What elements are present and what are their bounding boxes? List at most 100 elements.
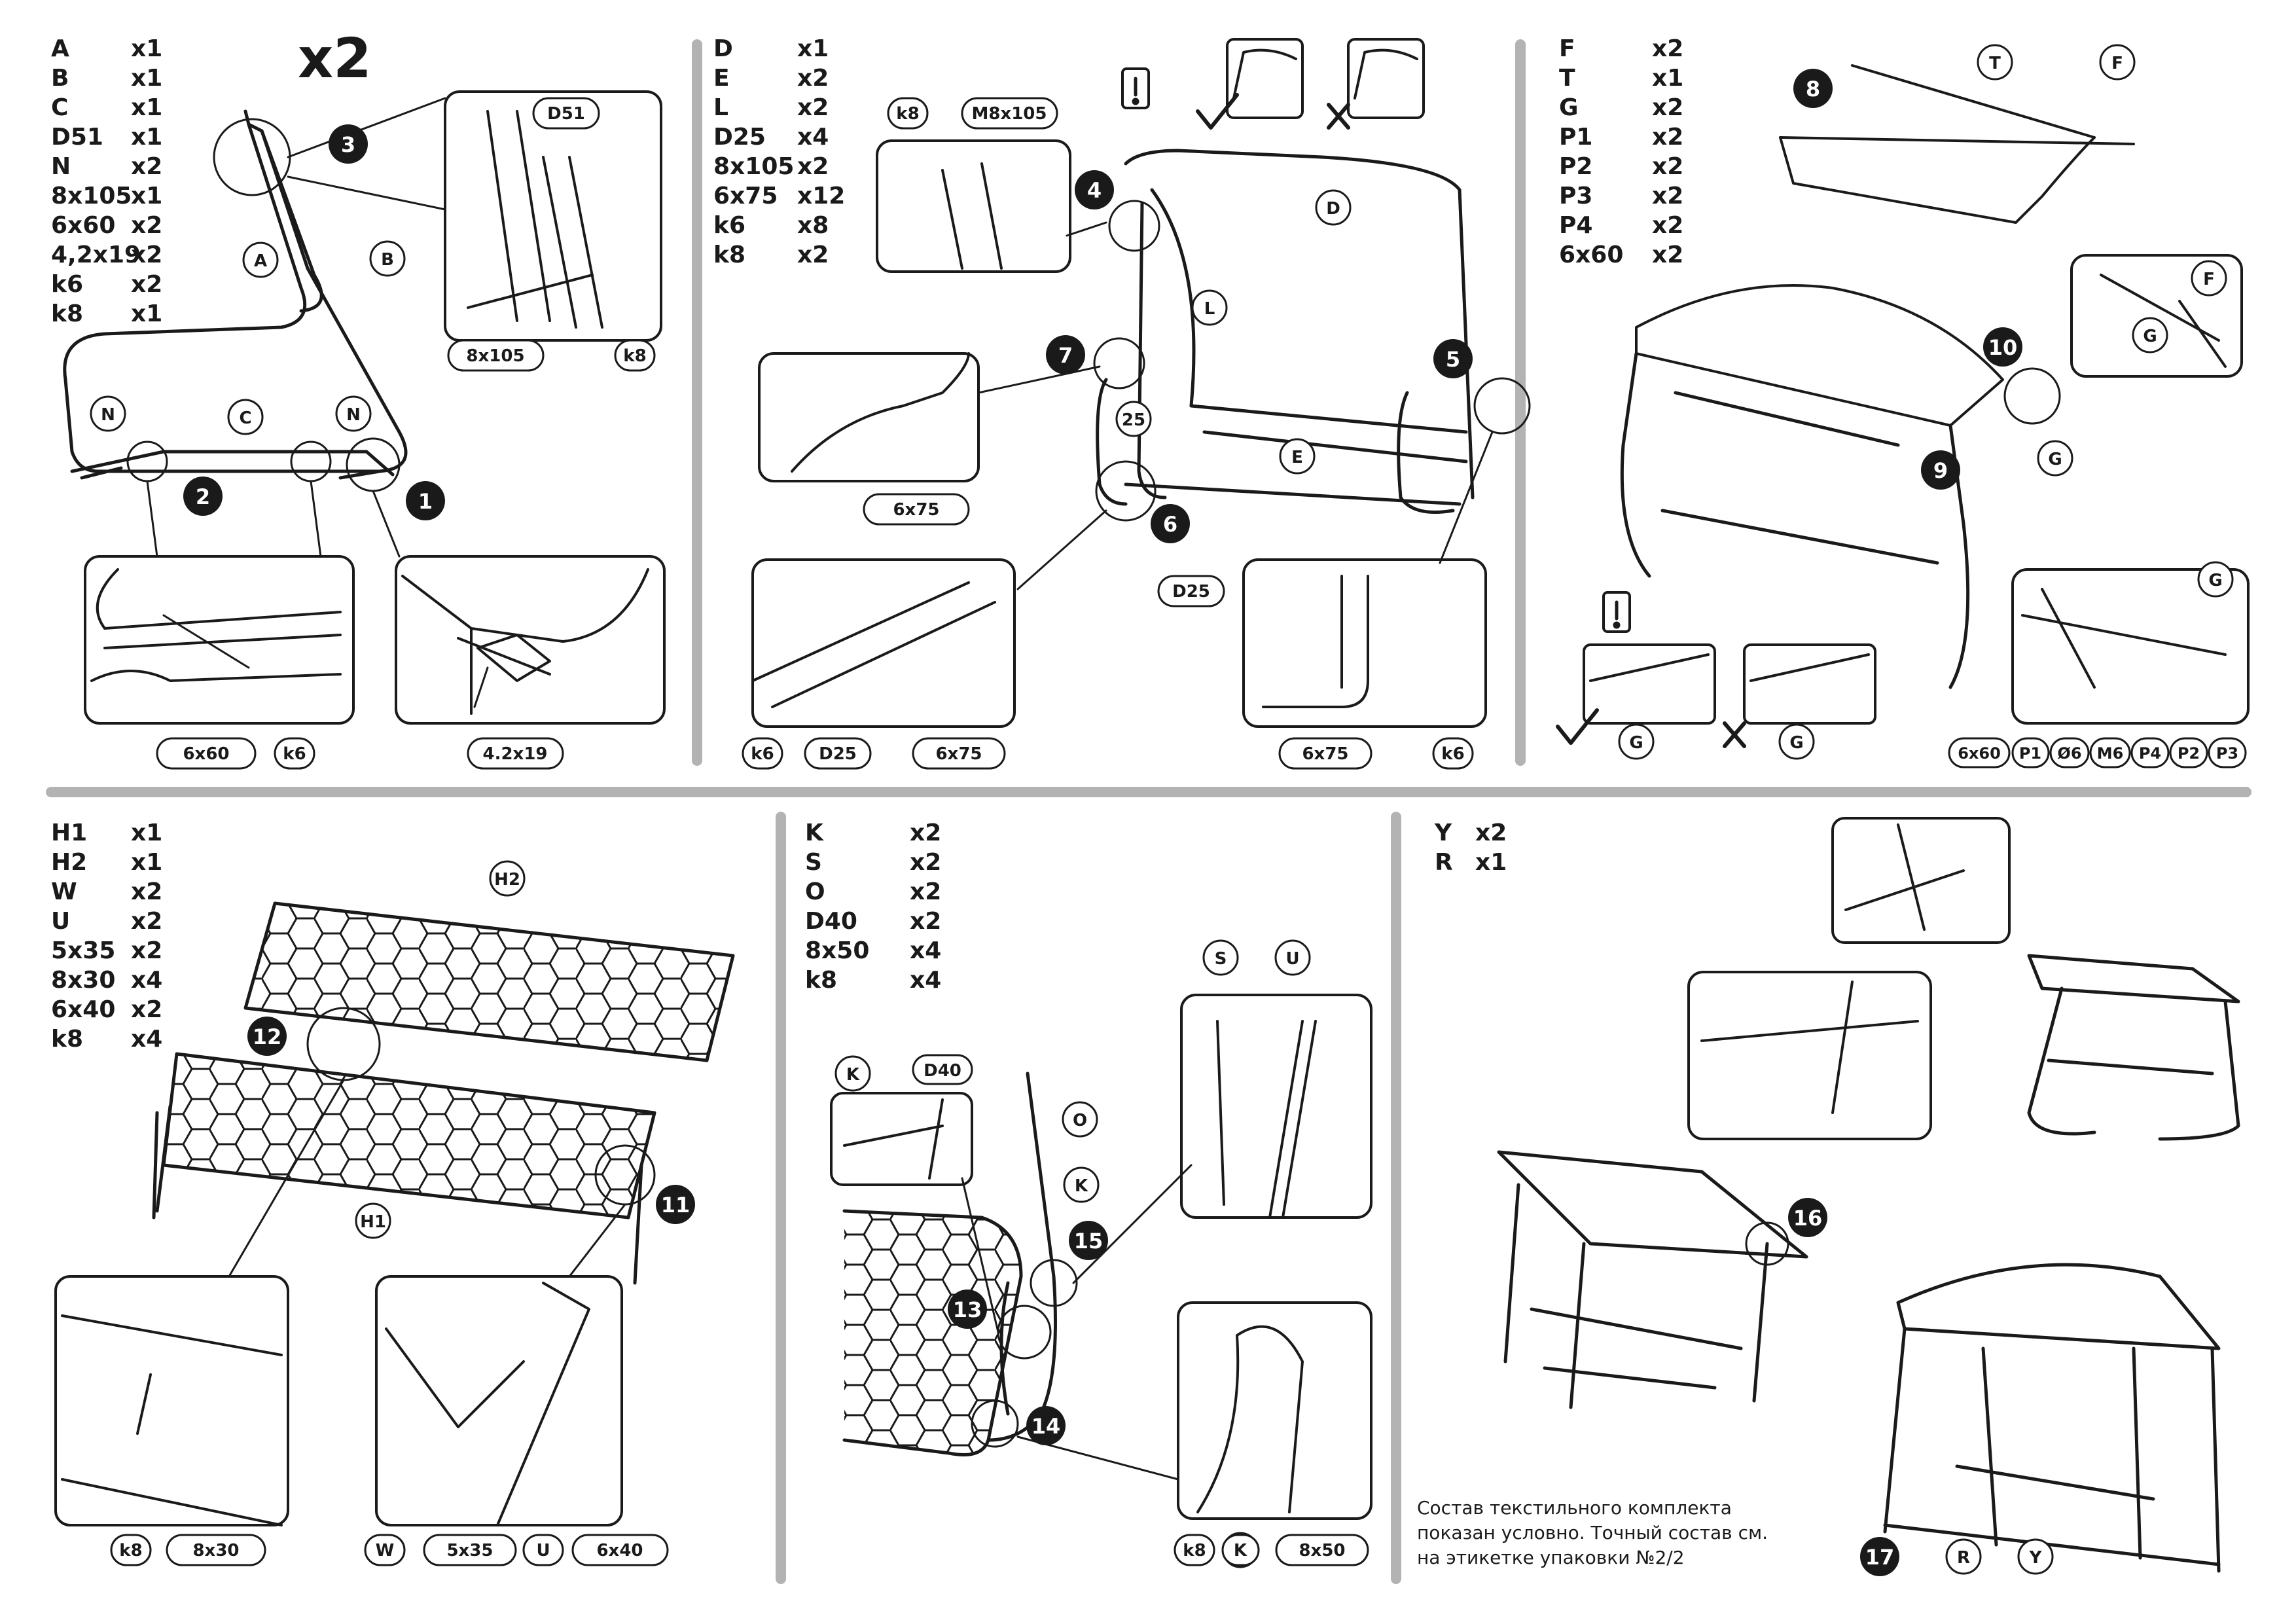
step-number: 1 xyxy=(418,489,433,514)
step-number: 5 xyxy=(1446,347,1460,372)
detail-box xyxy=(751,558,1016,728)
part-qty: x8 xyxy=(797,212,829,239)
detail-box xyxy=(2011,568,2250,725)
side-frame-drawing xyxy=(63,109,408,480)
step-number: 8 xyxy=(1806,77,1820,101)
hardware-tag: 6x60 xyxy=(1958,744,2001,763)
hardware-tag: P1 xyxy=(2019,744,2041,763)
hardware-tag: 6x75 xyxy=(1302,744,1348,764)
part-qty: x2 xyxy=(797,242,829,268)
part-code: F xyxy=(1559,35,1575,62)
detail-box xyxy=(1180,994,1372,1219)
part-code: k6 xyxy=(713,212,745,239)
frame-drawing xyxy=(1096,149,1475,514)
detail-box xyxy=(1687,971,1932,1140)
part-code: 8x105 xyxy=(713,153,795,180)
part-qty: x1 xyxy=(131,820,163,846)
part-code: K xyxy=(805,820,823,846)
part-qty: x2 xyxy=(1652,242,1684,268)
hardware-tag: D40 xyxy=(924,1061,961,1081)
part-qty: x1 xyxy=(131,35,163,62)
hardware-tag: 6x75 xyxy=(935,744,982,764)
step-numbers: 1 2 3 4 5 6 7 8 9 10 11 12 13 14 15 16 1… xyxy=(196,77,2017,1570)
part-code: P3 xyxy=(1559,183,1593,209)
detail-box xyxy=(758,352,980,482)
swing-drawing-3 xyxy=(1883,1263,2221,1573)
part-qty: x1 xyxy=(131,300,163,327)
hardware-tag: P4 xyxy=(2139,744,2161,763)
part-qty: x2 xyxy=(131,996,163,1023)
part-code: S xyxy=(805,849,822,876)
part-qty: x4 xyxy=(910,967,942,994)
part-code: 8x50 xyxy=(805,937,870,964)
part-label: L xyxy=(1204,299,1215,319)
note-line: Состав текстильного комплекта xyxy=(1417,1497,1732,1519)
hardware-tag: 8x50 xyxy=(1299,1541,1345,1561)
part-qty: x2 xyxy=(910,849,942,876)
step-number: 15 xyxy=(1074,1229,1103,1254)
cross-icon xyxy=(1327,103,1350,130)
hardware-tags: D51 8x105 k8 6x60 k6 4.2x19 k8 M8x105 6x… xyxy=(119,104,2238,1561)
part-code: k8 xyxy=(51,300,83,327)
part-label: G xyxy=(2143,327,2157,346)
part-code: 6x40 xyxy=(51,996,116,1023)
seat-hanger-drawing xyxy=(842,1072,1057,1456)
part-qty: x2 xyxy=(797,153,829,180)
panel-divider xyxy=(692,39,702,766)
textile-note: Состав текстильного комплекта показан ус… xyxy=(1417,1496,1768,1570)
multiplier: x2 xyxy=(298,26,372,90)
part-qty: x4 xyxy=(131,967,163,994)
hardware-tag: M6 xyxy=(2097,744,2124,763)
hardware-tag: 6x60 xyxy=(183,744,229,764)
part-label: T xyxy=(1989,54,2001,73)
part-label: O xyxy=(1073,1111,1087,1130)
canopy-drawing xyxy=(1620,64,2135,689)
part-qty: x1 xyxy=(131,94,163,121)
note-line: показан условно. Точный состав см. xyxy=(1417,1522,1768,1543)
part-code: N xyxy=(51,153,71,180)
hardware-tag: k6 xyxy=(751,744,774,764)
part-code: 6x60 xyxy=(51,212,116,239)
step-number: 13 xyxy=(953,1297,982,1322)
part-qty: x1 xyxy=(131,124,163,151)
part-code: U xyxy=(51,908,71,935)
part-code: 4,2x19 xyxy=(51,242,141,268)
hardware-tag: 8x30 xyxy=(192,1541,239,1561)
part-code: k8 xyxy=(51,1026,83,1053)
detail-box xyxy=(84,555,355,725)
panel5-small-labels xyxy=(912,1054,973,1085)
hardware-tag: k8 xyxy=(896,104,919,124)
hardware-tag: 4.2x19 xyxy=(482,744,547,764)
part-code: W xyxy=(51,878,77,905)
hardware-tag: 5x35 xyxy=(446,1541,493,1561)
step-number: 16 xyxy=(1793,1206,1823,1231)
part-code: 5x35 xyxy=(51,937,116,964)
part-label: F xyxy=(2203,270,2215,289)
part-qty: x2 xyxy=(1652,153,1684,180)
part-code: 8x105 xyxy=(51,183,132,209)
hardware-tag: k6 xyxy=(1441,744,1464,764)
part-code: D xyxy=(713,35,733,62)
